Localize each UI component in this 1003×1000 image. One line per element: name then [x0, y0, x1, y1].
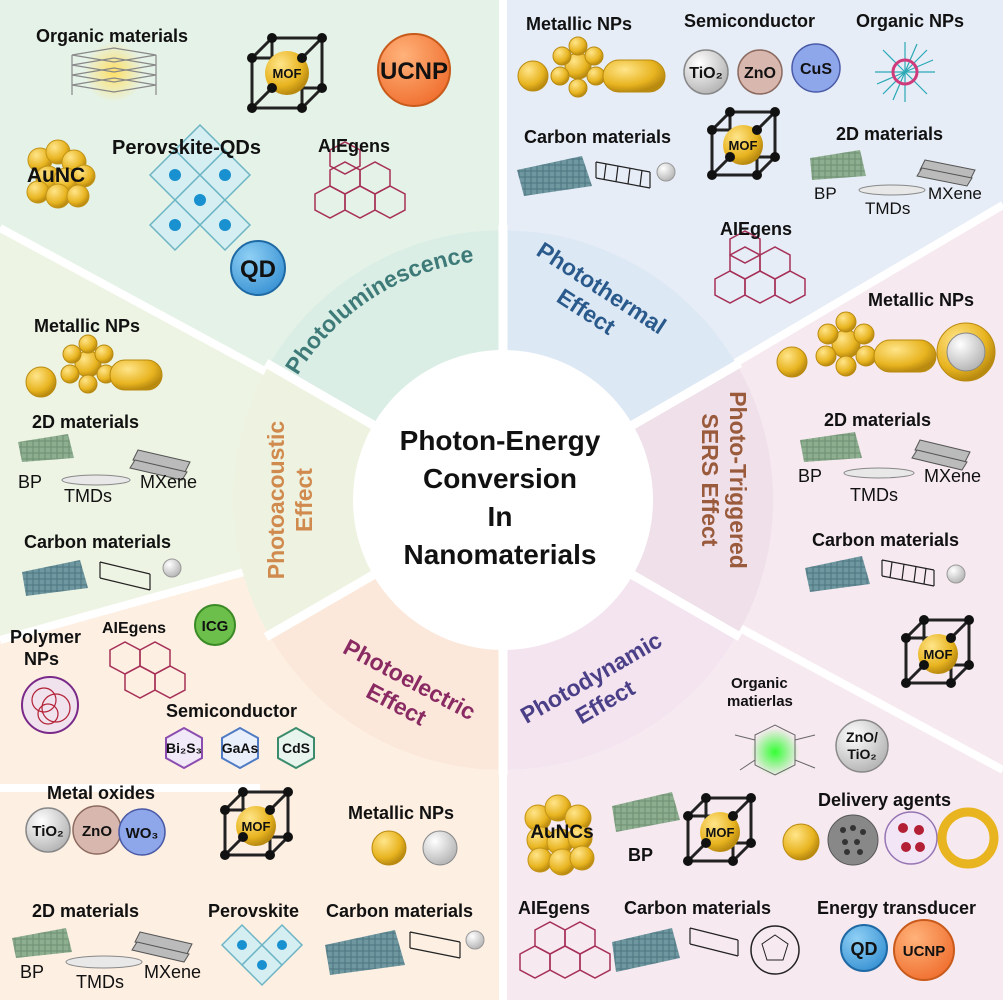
pe-tmds-label: TMDs: [76, 972, 124, 992]
ucnp-label: UCNP: [903, 943, 946, 960]
center-title: Photon-Energy Conversion In Nanomaterial…: [360, 422, 640, 574]
icg-label: ICG: [202, 618, 229, 635]
center-title-line-1: Photon-Energy: [399, 425, 601, 456]
sers-mxene-label: MXene: [924, 466, 982, 486]
ring-label-photoacoustic-effect: Effect: [291, 468, 317, 532]
pa-aiegens-label: AIEgens: [102, 620, 167, 637]
pd-organic-label: Organic: [731, 675, 788, 692]
center-title-line-4: Nanomaterials: [403, 539, 597, 570]
mof-label: MOF: [242, 819, 271, 834]
wo3-label: WO₃: [126, 825, 159, 842]
ucnp-label: UCNP: [380, 58, 448, 85]
pt-bp-label: BP: [814, 184, 837, 203]
zno-label: ZnO: [744, 65, 776, 82]
qd-label: QD: [851, 939, 878, 959]
pd-bp-label: BP: [628, 845, 654, 865]
sers-bp-label: BP: [798, 466, 823, 486]
cds-label: CdS: [282, 740, 310, 756]
zno-tio2-label: ZnO/: [846, 729, 878, 745]
zno-tio2-label-2: TiO₂: [847, 746, 876, 762]
mof-label: MOF: [706, 825, 735, 840]
auncs-label: AuNCs: [530, 822, 593, 843]
sers-carbon-materials-label: Carbon materials: [812, 530, 960, 550]
pd-energy-transducer-label: Energy transducer: [817, 898, 977, 918]
pa-tmds-label: TMDs: [64, 486, 112, 506]
pt-aiegens-label: AIEgens: [720, 219, 793, 239]
pt-2d-materials-label: 2D materials: [836, 124, 944, 144]
ring-label-sers-effect: SERS Effect: [697, 414, 723, 547]
pa-mxene-label: MXene: [140, 472, 198, 492]
mof-label: MOF: [273, 66, 302, 81]
pt-mxene-label: MXene: [928, 184, 982, 203]
pe-semiconductor-label: Semiconductor: [166, 701, 298, 721]
pt-carbon-materials-label: Carbon materials: [524, 127, 672, 147]
qd-label: QD: [240, 256, 276, 283]
center-title-line-3: In: [487, 501, 513, 532]
pl-organic-materials-label: Organic materials: [36, 26, 189, 46]
pe-bp-label: BP: [20, 962, 45, 982]
pd-carbon-materials-label: Carbon materials: [624, 898, 772, 918]
aunc-label: AuNC: [27, 164, 85, 187]
pl-aiegens-label: AIEgens: [318, 136, 391, 156]
pa-polymer-label: Polymer: [10, 627, 82, 647]
pe-metallic-nps-label: Metallic NPs: [348, 803, 455, 823]
sers-2d-materials-label: 2D materials: [824, 410, 932, 430]
pt-metallic-nps-label: Metallic NPs: [526, 14, 633, 34]
pe-2d-materials-label: 2D materials: [32, 901, 140, 921]
pe-mxene-label: MXene: [144, 962, 202, 982]
pa-bp-label: BP: [18, 472, 43, 492]
mof-label: MOF: [924, 647, 953, 662]
gaas-label: GaAs: [222, 740, 259, 756]
pd-aiegens-label: AIEgens: [518, 898, 591, 918]
mof-label: MOF: [729, 138, 758, 153]
pe-metal-oxides-label: Metal oxides: [47, 783, 156, 803]
pd-organic-label-2: matierlas: [727, 693, 793, 710]
pa-metallic-nps-label: Metallic NPs: [34, 316, 141, 336]
pl-perovskite-qds-label: Perovskite-QDs: [112, 137, 261, 159]
pe-carbon-materials-label: Carbon materials: [326, 901, 474, 921]
pa-nps-label: NPs: [24, 649, 60, 669]
tio2-label: TiO₂: [689, 65, 722, 82]
pt-semiconductor-label: Semiconductor: [684, 11, 816, 31]
pa-2d-materials-label: 2D materials: [32, 412, 140, 432]
pt-tmds-label: TMDs: [865, 199, 911, 218]
ring-label-photo-triggered: Photo-Triggered: [725, 391, 751, 569]
sers-metallic-nps-label: Metallic NPs: [868, 290, 975, 310]
pa-carbon-materials-label: Carbon materials: [24, 532, 172, 552]
center-title-line-2: Conversion: [422, 463, 578, 494]
pd-delivery-agents-label: Delivery agents: [818, 790, 952, 810]
pe-perovskite-label: Perovskite: [208, 901, 300, 921]
pt-organic-nps-label: Organic NPs: [856, 11, 965, 31]
sers-tmds-label: TMDs: [850, 485, 898, 505]
cus-label: CuS: [800, 61, 832, 78]
bi2s3-label: Bi₂S₃: [166, 740, 202, 756]
ring-label-photoacoustic: Photoacoustic: [263, 421, 289, 580]
zno-label: ZnO: [82, 823, 112, 840]
tio2-label: TiO₂: [32, 823, 63, 840]
